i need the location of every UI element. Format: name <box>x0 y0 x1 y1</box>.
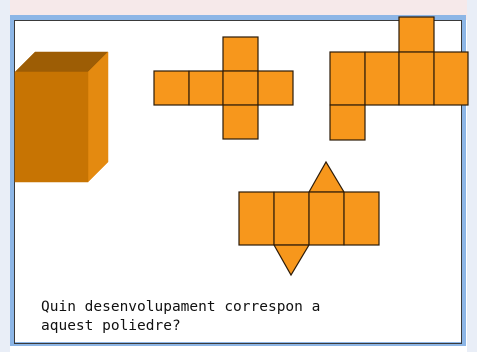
net-triangular-face <box>238 191 275 246</box>
net-stepped-face <box>433 51 469 106</box>
net-cross-face <box>222 70 259 106</box>
net-stepped-face <box>364 51 400 106</box>
background-left-strip <box>0 0 10 352</box>
net-stepped[interactable] <box>329 16 469 141</box>
question-text: Quin desenvolupament correspon a aquest … <box>41 299 321 334</box>
net-triangular-top-triangle <box>307 160 346 193</box>
prism-front-face <box>14 71 89 183</box>
prism-side-face <box>87 51 109 183</box>
net-triangular-bottom-triangle <box>272 244 311 277</box>
net-triangular[interactable] <box>238 160 380 277</box>
net-cross[interactable] <box>153 36 294 140</box>
net-cross-face <box>222 104 259 140</box>
net-triangular-face <box>343 191 380 246</box>
net-stepped-face <box>329 104 366 141</box>
net-triangular-face <box>308 191 345 246</box>
rectangular-prism <box>14 51 109 183</box>
net-cross-face <box>153 70 190 106</box>
net-stepped-face <box>329 51 366 106</box>
net-triangular-face <box>273 191 310 246</box>
net-stepped-face <box>398 51 435 106</box>
background-right-strip <box>467 0 477 352</box>
net-cross-face <box>222 36 259 72</box>
net-stepped-face <box>398 16 435 53</box>
net-cross-face <box>188 70 224 106</box>
net-cross-face <box>257 70 294 106</box>
